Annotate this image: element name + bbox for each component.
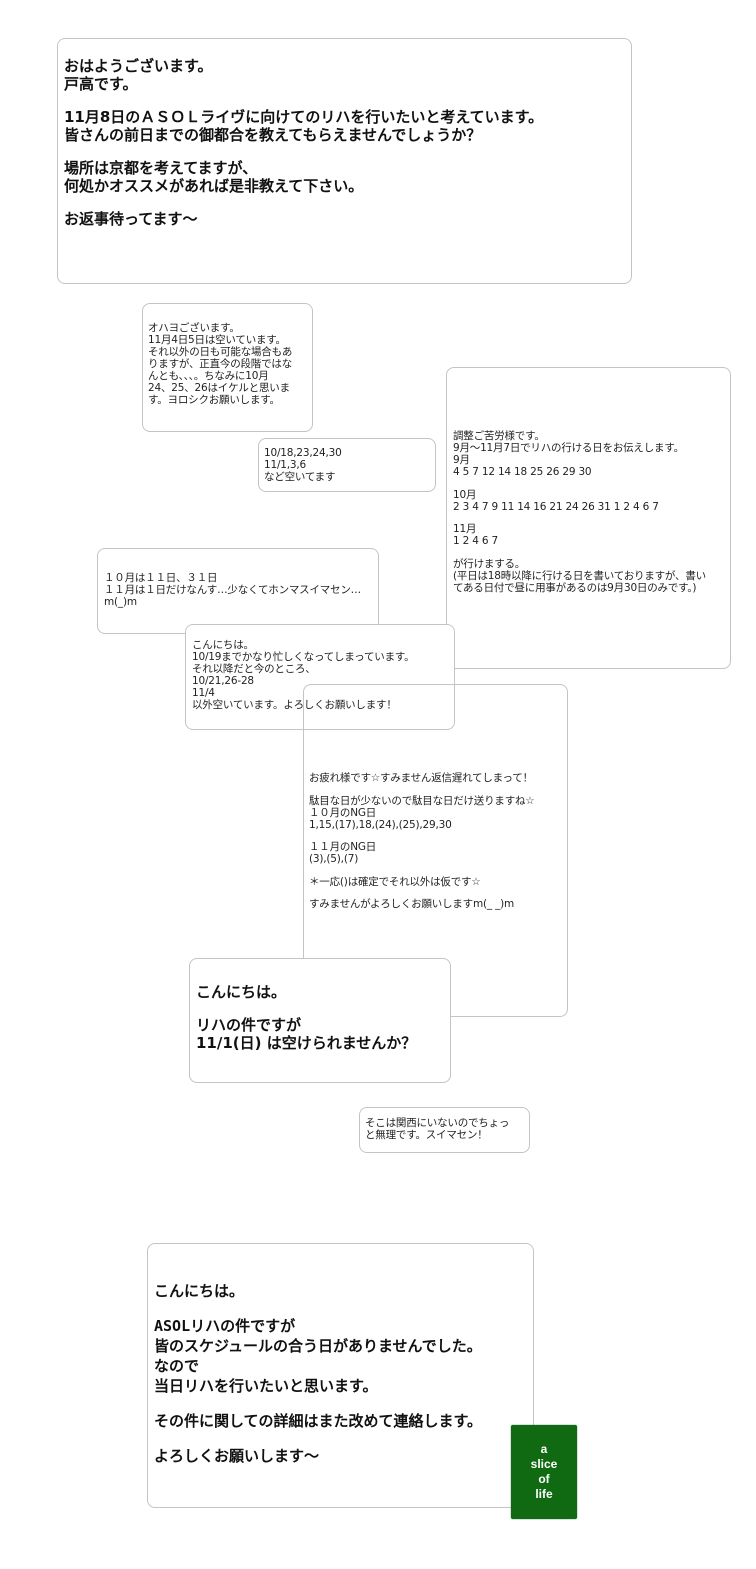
note-line xyxy=(309,784,567,795)
message-note-final: こんにちは。 ASOLリハの件ですが皆のスケジュールの合う日がありませんでした。な… xyxy=(147,1243,534,1508)
note-line: m(_)m xyxy=(104,596,137,608)
note-line: １０月のNG日 xyxy=(309,806,377,819)
note-line xyxy=(453,478,730,489)
note-line: 11月4日5日は空いています。 xyxy=(148,334,286,346)
note-line: 11月8日のＡＳＯＬライヴに向けてのリハを行いたいと考えています。 xyxy=(64,108,544,126)
note-line: 10/18,23,24,30 xyxy=(264,447,342,459)
badge-line: a xyxy=(540,1442,548,1456)
note-line xyxy=(64,195,631,210)
note-line xyxy=(64,144,631,159)
note-line: １１月のNG日 xyxy=(309,841,377,853)
note-line: ASOLリハの件ですが xyxy=(154,1317,296,1335)
note-line: と無理です。スイマセン！ xyxy=(365,1129,488,1141)
note-line: 11/1,3,6 xyxy=(264,459,307,471)
note-line xyxy=(154,1301,533,1316)
note-line: よろしくお願いします〜 xyxy=(154,1447,320,1465)
note-line: 4 5 7 12 14 18 25 26 29 30 xyxy=(453,466,592,478)
note-line: 1 2 4 6 7 xyxy=(453,535,498,547)
note-line xyxy=(453,513,730,524)
note-body: こんにちは。10/19までかなり忙しくなってしまっています。それ以降だと今のとこ… xyxy=(192,639,454,711)
note-line: す。ヨロシクお願いします。 xyxy=(148,394,280,406)
note-line: おはようございます。 xyxy=(64,57,213,75)
note-line: 1,15,(17),18,(24),(25),29,30 xyxy=(309,818,452,831)
message-note-reply-e: こんにちは。10/19までかなり忙しくなってしまっています。それ以降だと今のとこ… xyxy=(185,624,455,730)
note-line xyxy=(453,547,730,558)
note-line xyxy=(154,1396,533,1411)
note-line: りますが、正直今の段階ではな xyxy=(148,358,292,370)
slice-of-life-badge[interactable]: a slice of life xyxy=(511,1425,577,1519)
note-line: 10/21,26-28 xyxy=(192,675,254,687)
note-line: (平日は18時以降に行ける日を書いておりますが、書い xyxy=(453,569,706,582)
note-line: 皆さんの前日までの御都合を教えてもらえませんでしょうか？ xyxy=(64,126,482,144)
note-line: 9月〜11月7日でリハの行ける日をお伝えします。 xyxy=(453,442,684,454)
message-note-reply-f: お疲れ様です☆すみません返信遅れてしまって！ 駄目な日が少ないので駄目な日だけ送り… xyxy=(303,684,568,1017)
note-line: すみませんがよろしくお願いしますm(_ _)m xyxy=(309,898,515,910)
note-line: 11/4 xyxy=(192,687,215,699)
message-note-reply-g: そこは関西にいないのでちょっと無理です。スイマセン！ xyxy=(359,1107,530,1153)
note-line: オハヨございます。 xyxy=(148,322,240,334)
note-line: こんにちは。 xyxy=(154,1282,245,1300)
note-line xyxy=(309,888,567,899)
note-line: 戸高です。 xyxy=(64,75,138,93)
note-line: こんにちは。 xyxy=(192,639,254,651)
note-line: てある日付で昼に用事があるのは9月30日のみです。) xyxy=(453,581,697,594)
note-line: それ以外の日も可能な場合もあ xyxy=(148,346,293,358)
note-line: ＊一応()は確定でそれ以外は仮です☆ xyxy=(309,875,481,888)
note-line xyxy=(64,93,631,108)
message-note-first: おはようございます。戸高です。 11月8日のＡＳＯＬライヴに向けてのリハを行いたい… xyxy=(57,38,632,284)
note-line: 当日リハを行いたいと思います。 xyxy=(154,1377,378,1395)
note-line: お疲れ様です☆すみません返信遅れてしまって！ xyxy=(309,772,533,784)
note-line: 10/19までかなり忙しくなってしまっています。 xyxy=(192,651,415,663)
note-line: が行けまする。 xyxy=(453,557,526,570)
note-line: そこは関西にいないのでちょっ xyxy=(365,1117,510,1129)
note-line: １０月は１１日、３１日 xyxy=(104,572,218,584)
badge-line: life xyxy=(535,1487,553,1501)
note-line: なので xyxy=(154,1357,200,1375)
note-line: リハの件ですが xyxy=(196,1016,302,1034)
note-line: など空いてます xyxy=(264,471,336,483)
note-line: 2 3 4 7 9 11 14 16 21 24 26 31 1 2 4 6 7 xyxy=(453,500,659,513)
note-line: 24、25、26はイケルと思いま xyxy=(148,382,290,394)
note-line: 11/1(日) は空けられませんか？ xyxy=(196,1034,417,1052)
note-line: １１月は１日だけなんす…少なくてホンマスイマセン… xyxy=(104,584,361,596)
message-note-reply-a: オハヨございます。11月4日5日は空いています。それ以外の日も可能な場合もありま… xyxy=(142,303,313,432)
note-body: おはようございます。戸高です。 11月8日のＡＳＯＬライヴに向けてのリハを行いたい… xyxy=(64,57,631,228)
note-line: (3),(5),(7) xyxy=(309,853,359,865)
note-line: 皆のスケジュールの合う日がありませんでした。 xyxy=(154,1337,482,1355)
note-body: そこは関西にいないのでちょっと無理です。スイマセン！ xyxy=(365,1117,529,1141)
note-body: こんにちは。 ASOLリハの件ですが皆のスケジュールの合う日がありませんでした。な… xyxy=(154,1281,533,1466)
note-line: 何処かオススメがあれば是非教えて下さい。 xyxy=(64,177,364,195)
note-line: こんにちは。 xyxy=(196,983,287,1001)
badge-line: slice xyxy=(530,1457,558,1471)
note-line xyxy=(309,865,567,876)
note-line xyxy=(309,831,567,842)
note-line xyxy=(196,1001,450,1016)
note-line: 11月 xyxy=(453,523,477,535)
note-line: 10月 xyxy=(453,488,477,501)
note-body: お疲れ様です☆すみません返信遅れてしまって！ 駄目な日が少ないので駄目な日だけ送り… xyxy=(309,772,567,910)
note-line: 9月 xyxy=(453,454,470,466)
note-body: オハヨございます。11月4日5日は空いています。それ以外の日も可能な場合もありま… xyxy=(148,322,312,406)
note-line: お返事待ってます〜 xyxy=(64,210,198,228)
note-line: 駄目な日が少ないので駄目な日だけ送りますね☆ xyxy=(309,794,535,807)
note-line xyxy=(154,1431,533,1446)
note-line: んとも、、、。ちなみに10月 xyxy=(148,370,269,382)
note-line: 場所は京都を考えてますが、 xyxy=(64,159,258,177)
note-line: 以外空いています。よろしくお願いします！ xyxy=(192,699,397,711)
note-line: その件に関しての詳細はまた改めて連絡します。 xyxy=(154,1412,483,1430)
badge-line: of xyxy=(538,1472,550,1486)
note-line: それ以降だと今のところ、 xyxy=(192,663,316,675)
note-line: 調整ご苦労様です。 xyxy=(453,430,545,442)
